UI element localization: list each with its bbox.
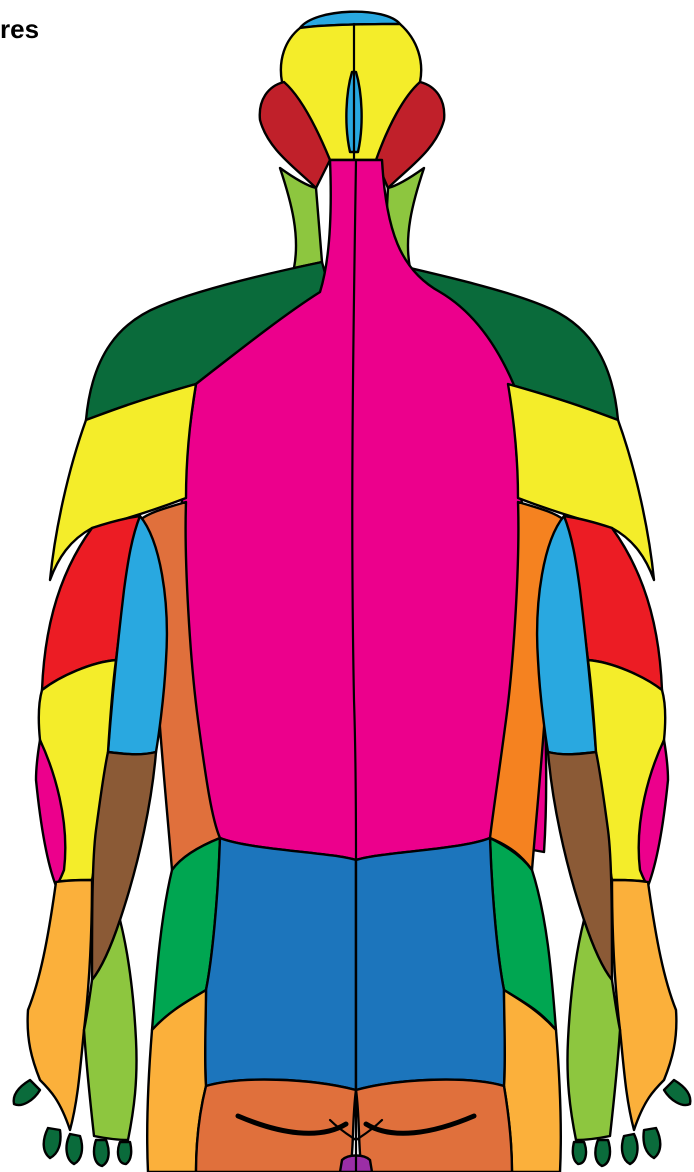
left-fingertip-4 (94, 1140, 109, 1166)
left-fingertip-1 (14, 1080, 40, 1105)
right-fingertip-2 (643, 1128, 660, 1158)
right-fingertip-4 (595, 1140, 610, 1166)
right-fingertip-1 (664, 1080, 690, 1105)
left-lower-back-region (205, 838, 356, 1090)
right-buttock-region (356, 1080, 512, 1172)
right-fingertip-3 (622, 1134, 637, 1164)
left-fingertip-5 (118, 1142, 131, 1164)
left-fingertip-2 (44, 1128, 61, 1158)
cropped-heading-text: res (0, 14, 39, 45)
central-back-region (180, 160, 546, 860)
left-buttock-region (196, 1080, 356, 1172)
right-lower-back-region (356, 838, 505, 1090)
right-fingertip-5 (573, 1142, 586, 1164)
left-fingertip-3 (67, 1134, 82, 1164)
